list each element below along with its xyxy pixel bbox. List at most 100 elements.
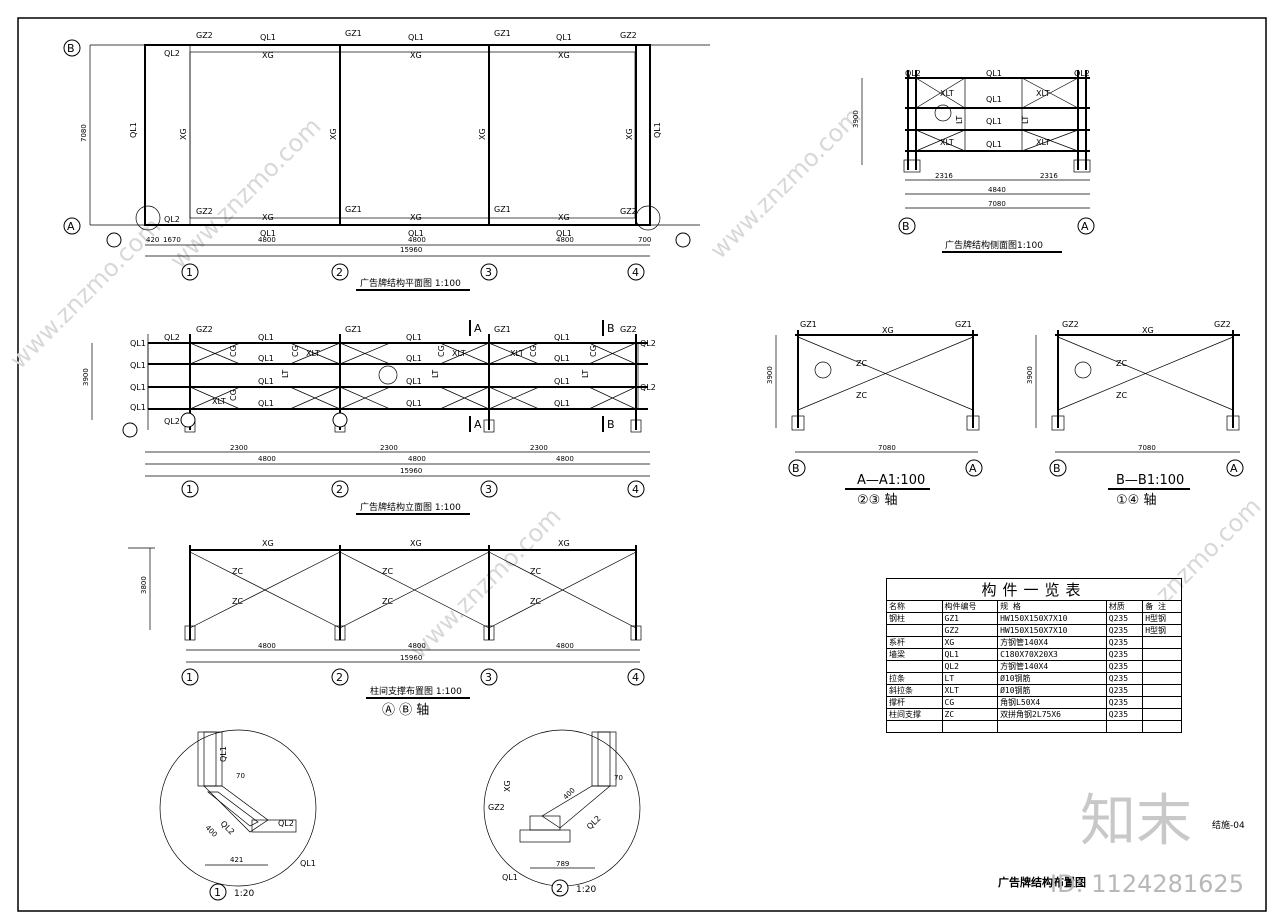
elev-sub-dim: 2300 (530, 444, 548, 452)
zc-label: ZC (1116, 391, 1127, 400)
ql1-label: QL1 (554, 399, 570, 408)
table-cell: Q235 (1105, 708, 1144, 721)
ql1-label: QL1 (986, 117, 1002, 126)
table-cell (1142, 708, 1182, 721)
section-b-view: GZ2 GZ2 XG ZC ZC 3900 7080 B A B—B1:100 … (1026, 320, 1244, 508)
table-cell: Q235 (1105, 684, 1144, 697)
bracing-bay-dim: 4800 (556, 642, 574, 650)
elevation-view: GZ2 GZ1 GZ1 GZ2 QL1 QL1 QL1 QL1 QL1 QL1 … (82, 320, 656, 515)
axis-bubble-4 (627, 263, 645, 281)
elev-sub-dim: 2300 (230, 444, 248, 452)
detail-1-scale: 1:20 (234, 889, 254, 899)
brand-watermark: 知末 (1080, 789, 1192, 854)
gz2-label: GZ2 (620, 207, 637, 216)
lt-label: LT (581, 370, 590, 378)
table-cell: CG (941, 696, 999, 709)
zc-label: ZC (856, 391, 867, 400)
table-cell: GZ1 (941, 612, 999, 625)
ql1-label: QL1 (258, 354, 274, 363)
table-cell (886, 720, 943, 733)
detail-1-dim: 400 (204, 824, 219, 839)
table-cell (1105, 720, 1144, 733)
table-cell (1142, 696, 1182, 709)
gz2-label: GZ2 (620, 31, 637, 40)
bracing-view: XG XG XG ZC ZC ZC ZC ZC ZC 3800 4800 480… (128, 539, 645, 718)
axis-label-a: A (1081, 220, 1089, 233)
ql1-label: QL1 (406, 377, 422, 386)
table-cell: Ø10钢筋 (997, 684, 1107, 697)
detail-2-dim: 70 (614, 774, 623, 782)
zc-label: ZC (1116, 359, 1127, 368)
axis-label-2: 2 (336, 483, 343, 496)
table-cell: Q235 (1105, 636, 1144, 649)
section-b-title: B—B1:100 (1116, 473, 1184, 488)
detail-2-scale: 1:20 (576, 885, 596, 895)
detail-2: XG GZ2 QL1 QL2 789 400 70 2 1:20 (483, 729, 641, 897)
plan-view: 7080 15960 4800 4800 4800 1670 700 420 G… (63, 29, 710, 291)
side-mid-dim: 4840 (988, 186, 1006, 194)
ql1-label: QL1 (130, 361, 146, 370)
xlt-label: XLT (510, 349, 524, 358)
plan-bay-dim: 4800 (408, 236, 426, 244)
detail-2-number: 2 (556, 882, 563, 895)
axis-bubble-a (63, 217, 81, 235)
table-cell: 方钢管140X4 (997, 636, 1107, 649)
gz2-label: GZ2 (196, 31, 213, 40)
table-cell: QL1 (941, 648, 999, 661)
table-cell (941, 720, 999, 733)
ql1-label: QL1 (406, 399, 422, 408)
zc-label: ZC (530, 597, 541, 606)
table-cell (886, 624, 943, 637)
ql1-label: QL1 (554, 377, 570, 386)
ql1-label: QL1 (130, 339, 146, 348)
axis-label-b: B (1053, 462, 1061, 475)
detail-2-dim: 400 (562, 786, 577, 801)
url-watermark: www.znzmo.com (4, 212, 166, 374)
ql1-label: QL1 (986, 140, 1002, 149)
table-cell: LT (941, 672, 999, 685)
sec-b-height-dim: 3900 (1026, 366, 1034, 384)
table-cell: GZ2 (941, 624, 999, 637)
gz2-label: GZ2 (196, 325, 213, 334)
table-header-cell: 构件编号 (941, 600, 999, 613)
ql1-label: QL1 (408, 229, 424, 238)
xg-label: XG (179, 128, 188, 140)
ql1-label: QL1 (129, 122, 138, 138)
detail-1-number: 1 (214, 886, 221, 899)
ql1-label: QL1 (258, 399, 274, 408)
axis-label-b: B (902, 220, 910, 233)
table-header-cell: 备 注 (1142, 600, 1182, 613)
axis-label-b: B (792, 462, 800, 475)
xg-label: XG (410, 539, 422, 548)
ql1-label: QL1 (986, 95, 1002, 104)
axis-label-2: 2 (336, 671, 343, 684)
sheet-title: 广告牌结构布置图 (998, 875, 1086, 889)
section-mark-b: B (607, 418, 615, 431)
elev-total-dim: 15960 (400, 467, 422, 475)
bracing-bay-dim: 4800 (258, 642, 276, 650)
ql1-label: QL1 (408, 33, 424, 42)
table-cell (1142, 660, 1182, 673)
url-watermark: www.znzmo.com (704, 102, 866, 264)
table-cell: Q235 (1105, 672, 1144, 685)
table-cell: Q235 (1105, 696, 1144, 709)
sec-a-width-dim: 7080 (878, 444, 896, 452)
gz1-label: GZ1 (800, 320, 817, 329)
table-cell (1142, 636, 1182, 649)
axis-label-4: 4 (632, 671, 639, 684)
sec-b-width-dim: 7080 (1138, 444, 1156, 452)
ql1-label: QL1 (260, 229, 276, 238)
xg-label: XG (882, 326, 894, 335)
side-sub-dim: 2316 (935, 172, 953, 180)
lt-label: LT (1021, 116, 1030, 124)
detail-callout-circle (635, 205, 661, 231)
cg-label: CG (229, 389, 238, 401)
table-cell: H型钢 (1142, 612, 1182, 625)
table-header-cell: 规 格 (997, 600, 1107, 613)
table-cell: XLT (941, 684, 999, 697)
detail-1-dim: 70 (236, 772, 245, 780)
lt-label: LT (281, 370, 290, 378)
axis-label-a: A (969, 462, 977, 475)
